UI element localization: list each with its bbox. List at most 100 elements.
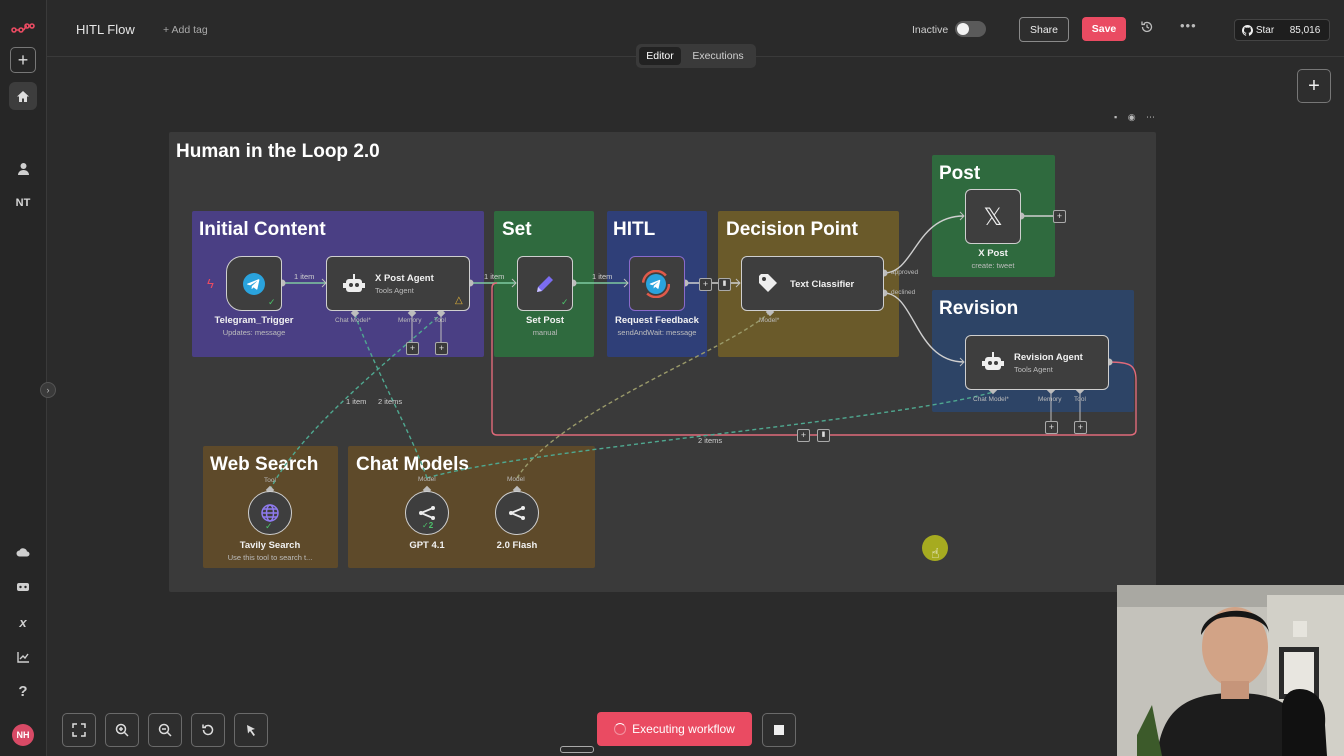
share-button[interactable]: Share (1019, 17, 1069, 42)
active-toggle[interactable] (955, 21, 986, 37)
hand-cursor-icon: ☝ (931, 545, 940, 561)
flash20-node[interactable] (495, 491, 539, 535)
add-connection-node-button[interactable]: + (797, 429, 810, 442)
github-star-button[interactable]: Star (1234, 19, 1282, 41)
success-check-icon: ✓ (268, 297, 276, 307)
x-logo-icon: 𝕏 (983, 203, 1003, 231)
run-count-badge: 2 (428, 521, 434, 530)
add-next-node-button[interactable]: + (1053, 210, 1066, 223)
avatar[interactable]: NH (12, 724, 34, 746)
trigger-bolt-icon: ϟ (207, 276, 214, 291)
port-label-memory: Memory (398, 317, 422, 324)
n8n-logo-icon[interactable] (9, 14, 37, 42)
add-memory-button[interactable]: + (1045, 421, 1058, 434)
webcam-overlay (1117, 585, 1344, 756)
add-tag-link[interactable]: + Add tag (163, 24, 208, 36)
x-post-label: X Post (978, 248, 1008, 259)
zoom-in-button[interactable] (105, 713, 139, 747)
add-connection-node-button[interactable]: + (699, 278, 712, 291)
toggle-knob (957, 23, 969, 35)
save-button[interactable]: Save (1082, 17, 1126, 41)
user-icon[interactable] (9, 154, 37, 182)
reset-zoom-button[interactable] (191, 713, 225, 747)
tab-executions[interactable]: Executions (692, 50, 744, 62)
connection-label: 1 item (592, 272, 613, 281)
group-title-decision-point: Decision Point (726, 219, 858, 240)
x-post-agent-sub: Tools Agent (375, 286, 414, 295)
gpt41-node[interactable] (405, 491, 449, 535)
model-icon (416, 502, 438, 524)
telegram-icon (642, 270, 670, 298)
telegram-trigger-label: Telegram_Trigger (214, 315, 294, 326)
port-label-tool: Tool (434, 317, 446, 324)
connection-label: 2 items (378, 397, 403, 406)
templates-icon[interactable] (9, 573, 37, 601)
group-title-revision: Revision (939, 298, 1019, 319)
tab-editor[interactable]: Editor (639, 47, 681, 65)
add-tool-button[interactable]: + (1074, 421, 1087, 434)
x-post-agent-label: X Post Agent (375, 273, 434, 284)
insights-icon[interactable] (9, 643, 37, 671)
output-label-approved: approved (891, 269, 919, 276)
telegram-icon (241, 271, 267, 297)
add-workflow-button[interactable]: + (10, 47, 36, 73)
github-star-label: Star (1255, 24, 1275, 36)
x-post-node[interactable] (965, 189, 1021, 244)
flash20-label: 2.0 Flash (496, 540, 538, 551)
frame-tools-icon[interactable]: ▪ ◉ ⋯ (1114, 112, 1160, 122)
group-title-set: Set (502, 219, 532, 240)
help-icon[interactable]: ? (18, 682, 28, 700)
stop-icon (774, 725, 784, 735)
zoom-out-button[interactable] (148, 713, 182, 747)
revision-agent-sub: Tools Agent (1014, 365, 1053, 374)
success-check-icon: ✓2 (422, 521, 434, 530)
more-options-icon[interactable]: ••• (1180, 18, 1197, 33)
robot-icon (980, 350, 1006, 374)
variables-icon[interactable]: x (19, 614, 27, 630)
log-panel-handle[interactable] (560, 746, 594, 753)
cursor-highlight (922, 535, 948, 561)
connection-label: 1 item (294, 272, 315, 281)
connection-label: 1 item (346, 397, 367, 406)
delete-connection-button[interactable]: ▮ (718, 278, 731, 291)
sidebar: + NT x ? NH (0, 0, 47, 756)
sidebar-expand-icon[interactable]: › (40, 382, 56, 398)
connection-label: 1 item (484, 272, 505, 281)
output-label-declined: declined (891, 289, 916, 296)
add-tool-button[interactable]: + (435, 342, 448, 355)
executing-label: Executing workflow (632, 722, 735, 736)
port-label-chat-model: Chat Model* (335, 317, 371, 324)
home-icon[interactable] (9, 82, 37, 110)
connection-label: 2 items (698, 436, 723, 445)
success-check-icon: ✓ (265, 521, 273, 531)
group-title-initial-content: Initial Content (199, 219, 326, 240)
fit-view-button[interactable] (62, 713, 96, 747)
model-icon (506, 502, 528, 524)
github-star-count[interactable]: 85,016 (1281, 19, 1330, 41)
add-node-button[interactable]: + (1297, 69, 1331, 103)
stop-execution-button[interactable] (762, 713, 796, 747)
add-memory-button[interactable]: + (406, 342, 419, 355)
text-classifier-label: Text Classifier (790, 279, 855, 290)
tavily-search-label: Tavily Search (239, 540, 301, 551)
success-check-icon: ✓ (561, 297, 569, 307)
cloud-icon[interactable] (9, 538, 37, 566)
port-label-tool: Tool (264, 477, 276, 484)
view-tabs: Editor Executions (636, 44, 756, 68)
workflow-title[interactable]: HITL Flow (76, 22, 135, 37)
tidy-up-button[interactable] (234, 713, 268, 747)
group-title-web-search: Web Search (210, 454, 319, 475)
group-title-hitl: HITL (613, 219, 656, 240)
delete-connection-button[interactable]: ▮ (817, 429, 830, 442)
project-initials[interactable]: NT (15, 197, 31, 209)
port-label-model: Model* (759, 317, 780, 324)
port-label-memory: Memory (1038, 396, 1062, 403)
tavily-search-sub: Use this tool to search t... (227, 553, 313, 562)
tag-icon (756, 271, 782, 295)
request-feedback-label: Request Feedback (615, 315, 699, 326)
robot-icon (341, 272, 367, 296)
port-label-tool: Tool (1074, 396, 1086, 403)
history-icon[interactable] (1140, 20, 1156, 36)
executing-workflow-button[interactable]: Executing workflow (597, 712, 752, 746)
request-feedback-sub: sendAndWait: message (617, 328, 697, 337)
